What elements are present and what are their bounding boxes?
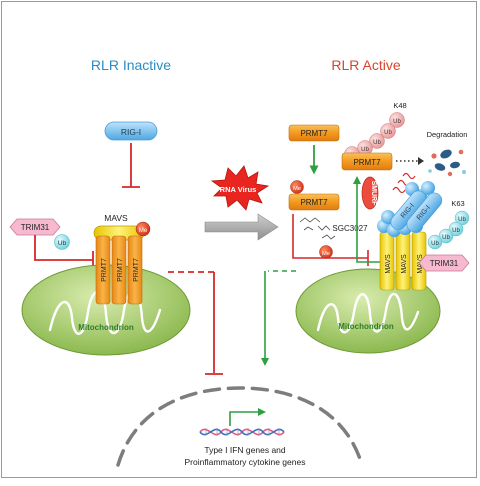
prmt7-left-2: PRMT7 <box>117 258 124 282</box>
ub-k48-4: Ub <box>361 147 369 153</box>
ub-k48-3: Ub <box>373 140 381 146</box>
mavs-left-label: MAVS <box>104 213 128 223</box>
ub-k48-1: Ub <box>393 119 401 125</box>
ub-k63-1: Ub <box>458 217 466 223</box>
me-prmt7-label: Me <box>293 186 301 192</box>
smurf-label: SMURF <box>370 181 377 207</box>
mavs-trio-right: MAVS MAVS MAVS <box>379 231 427 291</box>
prmt7-ubiquitinated: PRMT7 <box>341 152 393 171</box>
smurf: SMURF <box>361 176 379 210</box>
rna-virus-burst: RNA Virus <box>210 165 270 211</box>
sgc3027-label: SGC3027 <box>332 224 368 233</box>
rigi-inactive-label: RIG-I <box>121 127 141 137</box>
ub-left-label: Ub <box>58 240 67 247</box>
prmt7-free: PRMT7 <box>288 124 340 142</box>
k63-label: K63 <box>451 199 464 208</box>
degradation-fragments: Degradation <box>427 130 468 177</box>
prmt7-free-label: PRMT7 <box>300 129 328 138</box>
prmt7-methylated: PRMT7 <box>288 193 340 211</box>
prmt7-left-3: PRMT7 <box>133 258 140 282</box>
ub-k48-2: Ub <box>384 130 392 136</box>
activation-arrow <box>204 213 279 241</box>
mavs-complex-left: MAVS PRMT7 PRMT7 PRMT7 Me <box>93 213 151 305</box>
mitochondrion-left-label: Mitochondrion <box>78 323 134 332</box>
me-left <box>135 221 151 237</box>
mitochondrion-right-label: Mitochondrion <box>338 322 394 331</box>
degradation-label: Degradation <box>427 130 468 139</box>
ub-k63-3: Ub <box>442 235 450 241</box>
trim31-right-label: TRIM31 <box>430 259 459 268</box>
transcription-arrow <box>229 408 266 426</box>
nucleus-envelope <box>116 386 364 467</box>
ub-k63-2: Ub <box>452 228 460 234</box>
prmt7-methylated-label: PRMT7 <box>300 198 328 207</box>
rigi-active-cluster: RIG-I RIG-I <box>377 181 443 237</box>
prmt7-left-1: PRMT7 <box>101 258 108 282</box>
genes-label-line2: Proinflammatory cytokine genes <box>185 457 306 467</box>
trim31-left-label: TRIM31 <box>21 223 50 232</box>
right-to-nucleus-activation <box>261 270 296 366</box>
me-mavs-label: Me <box>322 251 330 257</box>
prmt7-ub-label: PRMT7 <box>353 158 381 167</box>
sgc3027-compound: SGC3027 <box>299 217 368 240</box>
k48-label: K48 <box>393 101 406 110</box>
rigi-inactive: RIG-I <box>104 121 158 141</box>
mavs-right-2: MAVS <box>401 254 408 274</box>
mavs-to-prmt7-green <box>353 176 380 263</box>
rna-virus-label: RNA Virus <box>220 185 257 194</box>
mavs-right-1: MAVS <box>385 254 392 274</box>
k48-ub-chain: K48 Ub Ub Ub Ub Ub <box>344 101 407 162</box>
rigi-mavs-inhibition <box>122 143 140 188</box>
title-active: RLR Active <box>331 57 400 73</box>
title-inactive: RLR Inactive <box>91 57 171 73</box>
degradation-arrow <box>396 157 424 165</box>
left-to-nucleus-inhibition <box>168 271 223 375</box>
k63-ub-chain: K63 Ub Ub Ub Ub <box>427 199 470 250</box>
genes-label-line1: Type I IFN genes and <box>204 445 286 455</box>
me-left-label: Me <box>139 228 148 234</box>
trim31-right: TRIM31 <box>418 254 470 272</box>
trim31-left: TRIM31 <box>9 218 61 236</box>
ub-left: Ub <box>54 234 70 250</box>
me-prmt7 <box>290 180 304 194</box>
ub-k63-4: Ub <box>431 241 439 247</box>
dna-helix <box>199 428 285 436</box>
prmt7-mavs-inhibition <box>292 214 369 266</box>
